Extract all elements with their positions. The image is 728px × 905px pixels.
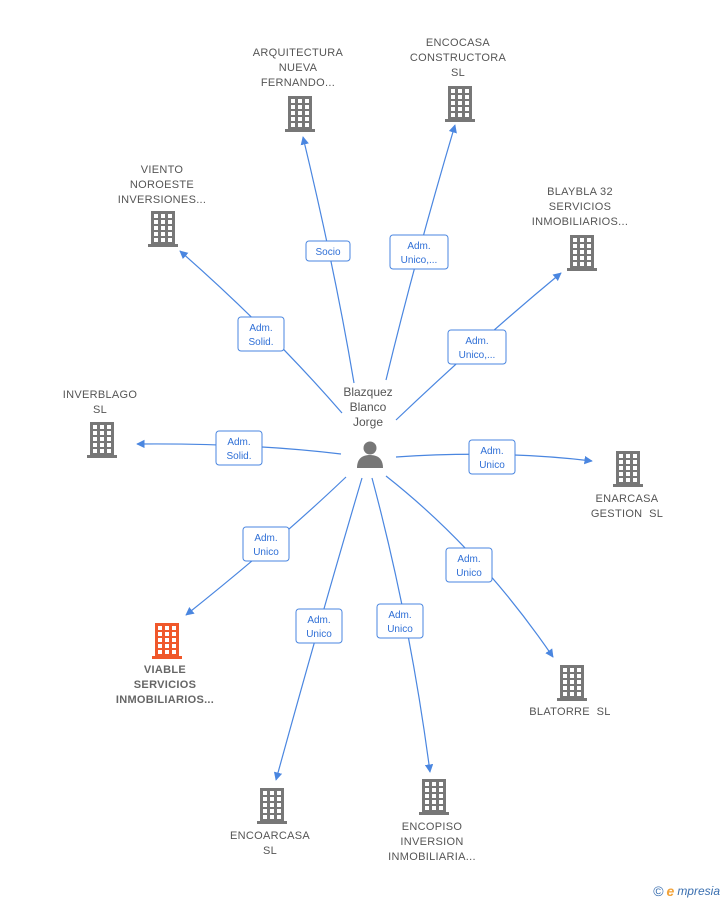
- brand-name: mpresia: [677, 884, 720, 898]
- company-node-viable[interactable]: VIABLE SERVICIOS INMOBILIARIOS...: [116, 623, 214, 706]
- company-node-encopiso[interactable]: ENCOPISO INVERSION INMOBILIARIA...: [388, 779, 476, 863]
- edge-label-text: Adm.: [227, 437, 250, 448]
- edge-label-encoarcasa[interactable]: Adm. Unico: [295, 608, 343, 644]
- company-label-line: ARQUITECTURA: [253, 47, 344, 59]
- edge-label-box: [215, 430, 263, 466]
- edge-label-text: Unico,...: [401, 255, 438, 266]
- company-node-blatorre[interactable]: BLATORRE SL: [529, 665, 610, 718]
- company-label-line: ENCOCASA: [426, 37, 490, 49]
- company-label-line: ENCOPISO: [402, 821, 463, 833]
- person-icon: [357, 441, 383, 468]
- center-label-line-2: Blanco: [350, 400, 387, 414]
- copyright-icon: ©: [653, 883, 664, 899]
- edge-label-enarcasa[interactable]: Adm. Unico: [468, 439, 516, 475]
- edge-label-text: Adm.: [407, 241, 430, 252]
- nodes-layer: ARQUITECTURA NUEVA FERNANDO... ENCOCASA CONS…: [63, 37, 663, 863]
- company-label-line: INVERBLAGO: [63, 389, 138, 401]
- building-icon: [419, 779, 449, 815]
- building-icon: [148, 211, 178, 247]
- brand-watermark: © e mpresia: [653, 883, 720, 899]
- edge-label-text: Adm.: [457, 554, 480, 565]
- company-label-line: NUEVA: [279, 62, 318, 74]
- edge-label-box: [447, 329, 507, 365]
- center-label-line-1: Blazquez: [343, 385, 392, 399]
- building-icon: [557, 665, 587, 701]
- company-node-encoarcasa[interactable]: ENCOARCASA SL: [230, 788, 310, 857]
- edge-label-text: Adm.: [480, 446, 503, 457]
- edge-label-viento[interactable]: Adm. Solid.: [237, 316, 285, 352]
- company-label-line: FERNANDO...: [261, 77, 335, 89]
- company-label-line: CONSTRUCTORA: [410, 52, 507, 64]
- building-icon: [445, 86, 475, 122]
- edge-label-encocasa[interactable]: Adm. Unico,...: [389, 234, 449, 270]
- company-label-line: SL: [93, 404, 107, 416]
- company-label-line: VIENTO: [141, 164, 184, 176]
- edges-layer: SocioAdm.Unico,...Adm.Unico,...Adm.Solid…: [136, 124, 593, 781]
- brand-e-letter: e: [666, 883, 675, 899]
- company-label-line: ENCOARCASA: [230, 830, 310, 842]
- edge-label-text: Adm.: [388, 610, 411, 621]
- company-node-blaybla[interactable]: BLAYBLA 32 SERVICIOS INMOBILIARIOS...: [532, 186, 628, 271]
- building-icon: [152, 623, 182, 659]
- edge-label-text: Adm.: [249, 323, 272, 334]
- edge-label-box: [305, 240, 351, 262]
- company-label-line: INMOBILIARIOS...: [116, 694, 214, 706]
- edge-label-box: [376, 603, 424, 639]
- company-label-line: SERVICIOS: [549, 201, 611, 213]
- edge-label-box: [445, 547, 493, 583]
- company-label-line: SERVICIOS: [134, 679, 196, 691]
- company-node-inverblago[interactable]: INVERBLAGO SL: [63, 389, 138, 458]
- edge-label-box: [468, 439, 516, 475]
- edge-label-box: [295, 608, 343, 644]
- company-label-line: INMOBILIARIOS...: [532, 216, 628, 228]
- company-label-line: INMOBILIARIA...: [388, 851, 476, 863]
- company-node-viento[interactable]: VIENTO NOROESTE INVERSIONES...: [118, 164, 207, 247]
- edge-label-box: [389, 234, 449, 270]
- edge-label-text: Unico: [479, 460, 505, 471]
- company-label-line: BLAYBLA 32: [547, 186, 613, 198]
- company-label-line: INVERSIONES...: [118, 194, 207, 206]
- edge-label-text: Adm.: [254, 533, 277, 544]
- edge-label-text: Unico: [387, 624, 413, 635]
- edge-label-blaybla[interactable]: Adm. Unico,...: [447, 329, 507, 365]
- edge-label-text: Solid.: [248, 337, 273, 348]
- company-label-line: NOROESTE: [130, 179, 194, 191]
- edge-label-text: Unico: [306, 629, 332, 640]
- company-label-line: SL: [451, 67, 465, 79]
- company-label-line: VIABLE: [144, 664, 186, 676]
- edge-label-viable[interactable]: Adm. Unico: [242, 526, 290, 562]
- edge-label-text: Unico: [456, 568, 482, 579]
- company-node-enarcasa[interactable]: ENARCASA GESTION SL: [591, 451, 663, 520]
- company-label-line: GESTION SL: [591, 508, 663, 520]
- company-node-encocasa[interactable]: ENCOCASA CONSTRUCTORA SL: [410, 37, 507, 122]
- company-label-line: SL: [263, 845, 277, 857]
- center-label-line-3: Jorge: [353, 415, 383, 429]
- building-icon: [257, 788, 287, 824]
- edge-label-text: Unico: [253, 547, 279, 558]
- edge-line-arquitectura: [300, 136, 355, 384]
- building-icon: [613, 451, 643, 487]
- edge-label-inverblago[interactable]: Adm. Solid.: [215, 430, 263, 466]
- edge-label-text: Adm.: [465, 336, 488, 347]
- edge-label-text: Solid.: [226, 451, 251, 462]
- edge-label-blatorre[interactable]: Adm. Unico: [445, 547, 493, 583]
- edge-label-encopiso[interactable]: Adm. Unico: [376, 603, 424, 639]
- edge-label-box: [242, 526, 290, 562]
- company-label-line: BLATORRE SL: [529, 706, 610, 718]
- center-node[interactable]: Blazquez Blanco Jorge: [343, 385, 393, 468]
- company-node-arquitectura[interactable]: ARQUITECTURA NUEVA FERNANDO...: [253, 47, 344, 132]
- building-icon: [285, 96, 315, 132]
- edge-label-text: Adm.: [307, 615, 330, 626]
- edge-label-box: [237, 316, 285, 352]
- company-label-line: ENARCASA: [596, 493, 659, 505]
- edge-label-text: Unico,...: [459, 350, 496, 361]
- company-label-line: INVERSION: [400, 836, 463, 848]
- edge-label-arquitectura[interactable]: Socio: [305, 240, 351, 262]
- building-icon: [567, 235, 597, 271]
- edge-label-text: Socio: [315, 247, 340, 258]
- building-icon: [87, 422, 117, 458]
